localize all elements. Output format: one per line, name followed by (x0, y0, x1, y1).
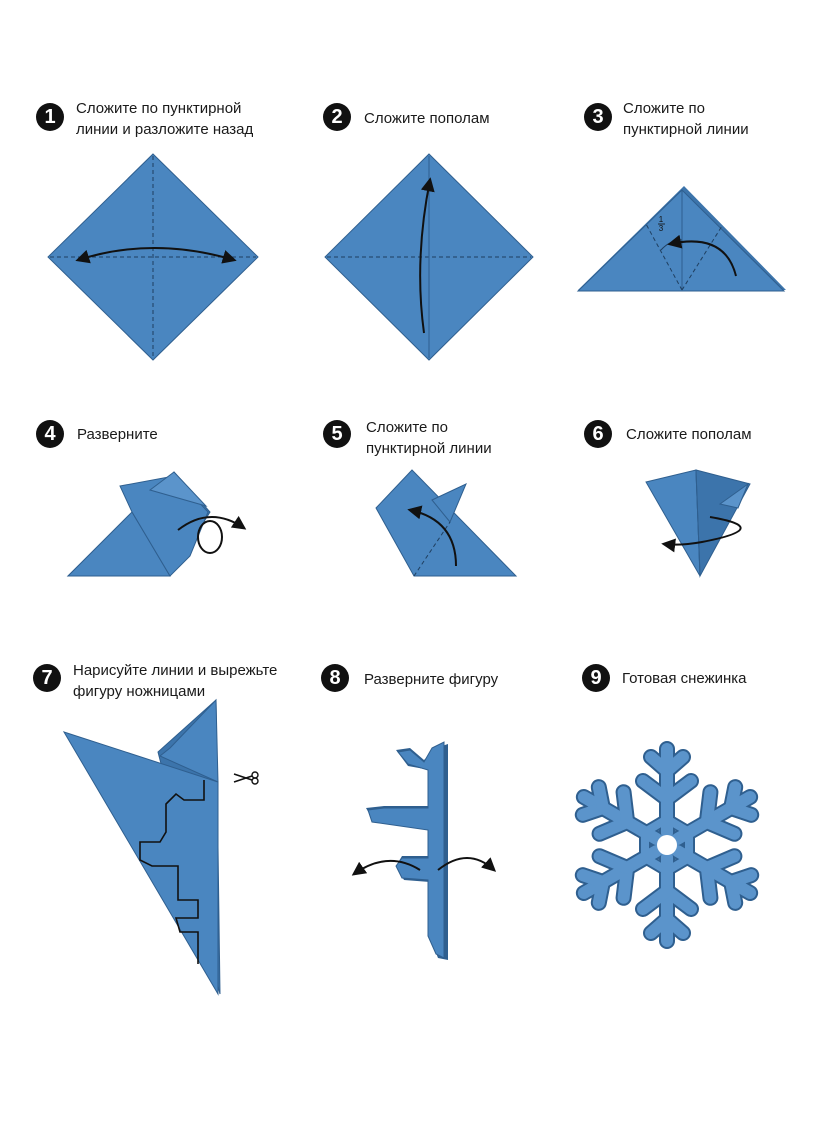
step-3-figure: 1 3 (576, 186, 786, 292)
step-3-line-2: пунктирной линии (623, 121, 749, 138)
snowflake-center (657, 835, 677, 855)
step-9-figure (572, 741, 762, 941)
step-6-caption: Сложите пополам (626, 424, 752, 445)
step-1-caption: Сложите по пунктирной линии и разложите … (76, 98, 253, 140)
step-5-fold-line (413, 521, 451, 577)
step-2-line-1: Сложите пополам (364, 110, 490, 127)
fraction-numerator: 1 (659, 215, 664, 224)
step-7-line-2: фигуру ножницами (73, 683, 206, 700)
step-6-paper (645, 469, 701, 577)
fold-arrow-icon (419, 177, 435, 334)
step-4-caption: Разверните (77, 424, 158, 445)
step-8-paper (367, 741, 445, 959)
step-1-line-2: линии и разложите назад (76, 121, 254, 138)
fraction-denominator: 3 (659, 224, 664, 233)
step-2-figure (324, 153, 534, 361)
step-5-caption: Сложите по пунктирной линии (366, 417, 492, 459)
step-6-flap (718, 482, 750, 509)
step-3-fold-line-right (681, 225, 723, 291)
step-8-figure (351, 741, 497, 960)
step-2-badge: 2 (323, 103, 351, 131)
step-1-line-1: Сложите по пунктирной (76, 100, 242, 117)
step-7-cut-line (139, 780, 205, 964)
step-5-paper (375, 469, 518, 577)
step-7-caption: Нарисуйте линии и вырежьте фигуру ножниц… (73, 660, 277, 702)
step-6-paper-right (695, 469, 751, 578)
step-9-caption: Готовая снежинка (622, 668, 747, 689)
fold-arrow-icon (177, 515, 247, 531)
step-2-caption: Сложите пополам (364, 108, 490, 129)
step-6-badge: 6 (584, 420, 612, 448)
fold-arrow-icon (437, 857, 497, 872)
step-4-badge: 4 (36, 420, 64, 448)
step-5-flap (431, 482, 467, 523)
step-4-line-1: Разверните (77, 426, 158, 443)
step-1-badge: 1 (36, 103, 64, 131)
step-5-line-1: Сложите по (366, 419, 449, 436)
step-8-caption: Разверните фигуру (364, 669, 498, 690)
step-9-badge: 9 (582, 664, 610, 692)
step-1-figure (47, 153, 259, 361)
step-3-caption: Сложите по пунктирной линии (623, 98, 749, 140)
step-6-center-line (695, 471, 701, 575)
step-5-line-2: пунктирной линии (366, 440, 492, 457)
step-8-line-1: Разверните фигуру (364, 671, 499, 688)
step-4-figure (66, 471, 247, 577)
fold-arrow-icon (75, 247, 237, 264)
step-9-line-1: Готовая снежинка (622, 670, 747, 687)
fold-arrow-icon (667, 234, 737, 277)
step-5-badge: 5 (323, 420, 351, 448)
fold-arrow-icon (351, 859, 421, 876)
snowflake-fill (572, 743, 762, 941)
step-3-badge: 3 (584, 103, 612, 131)
step-7-line-1: Нарисуйте линии и вырежьте (73, 662, 278, 679)
fold-arrow-icon (661, 516, 742, 553)
step-5-figure (375, 469, 518, 577)
step-8-badge: 8 (321, 664, 349, 692)
step-7-paper-strip (159, 698, 219, 783)
scissors-icon (233, 771, 259, 785)
step-7-figure (62, 698, 259, 996)
step-6-figure (645, 469, 751, 578)
step-3-line-1: Сложите по (623, 100, 706, 117)
step-6-line-1: Сложите пополам (626, 426, 752, 443)
step-4-loop (197, 520, 223, 554)
snowflake-shape (572, 741, 762, 941)
step-3-fold-line-left (645, 223, 683, 291)
fold-arrow-icon (407, 505, 457, 567)
step-4-flap-top (148, 471, 208, 507)
step-7-badge: 7 (33, 664, 61, 692)
